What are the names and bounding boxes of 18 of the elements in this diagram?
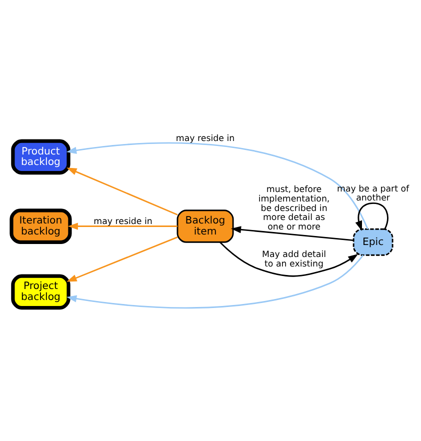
edge-label: may be a part of another xyxy=(337,184,410,204)
arrow xyxy=(68,222,178,230)
node-box: Epic xyxy=(352,228,394,256)
node-box: Iteration backlog xyxy=(10,208,72,244)
edge-label: may reside in xyxy=(176,133,235,144)
edge-label: May add detail to an existing xyxy=(262,250,326,269)
node-box: Backlog item xyxy=(176,209,234,242)
node-box: Project backlog xyxy=(11,274,70,310)
arrow xyxy=(66,236,178,282)
arrow xyxy=(66,142,368,229)
arrow xyxy=(220,241,358,276)
edge-label: may reside in xyxy=(94,216,152,226)
arrow xyxy=(66,167,178,215)
node-box: Product backlog xyxy=(11,138,70,174)
arrow xyxy=(355,202,388,231)
arrow xyxy=(230,226,354,241)
edge-label: must, before implementation, be described in more detail as one or more xyxy=(258,184,330,232)
arrow xyxy=(66,254,364,308)
